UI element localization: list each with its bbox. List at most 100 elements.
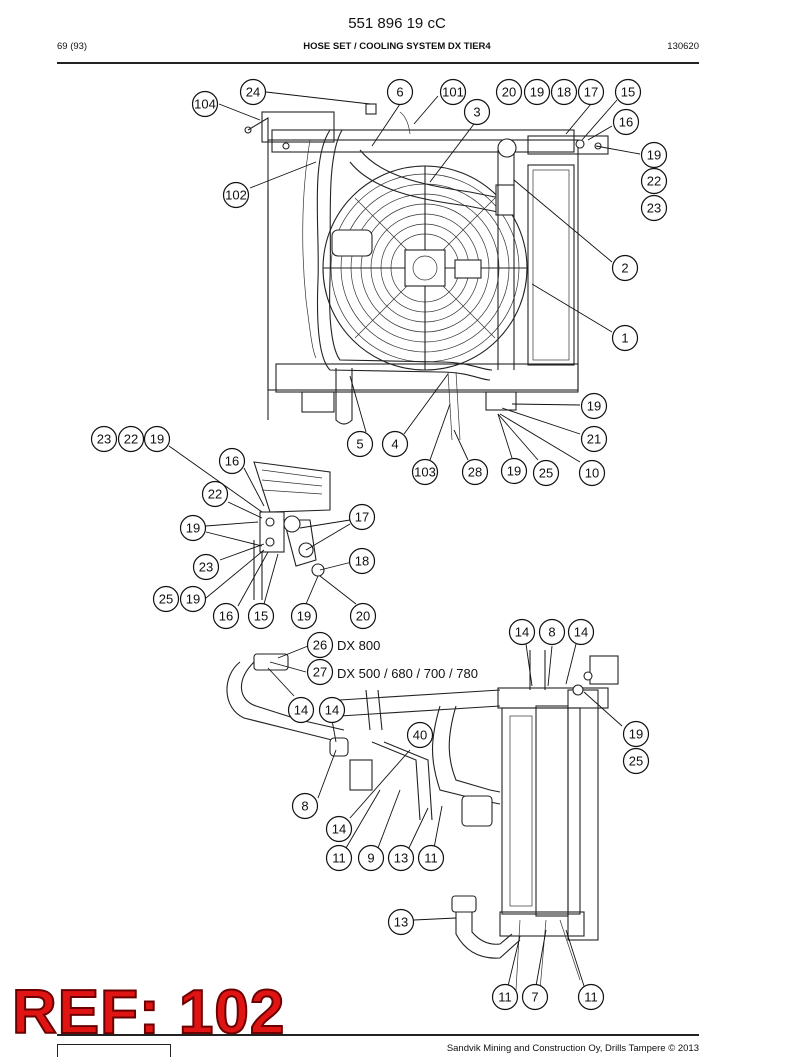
svg-text:14: 14 (325, 703, 339, 718)
callout: 23 (90, 425, 118, 453)
svg-text:6: 6 (396, 85, 403, 100)
callout: 18 (550, 78, 578, 106)
footer-copyright: Sandvik Mining and Construction Oy, Dril… (446, 1043, 699, 1054)
svg-text:16: 16 (225, 454, 239, 469)
svg-text:11: 11 (498, 990, 512, 1005)
callout: 19 (290, 602, 318, 630)
svg-text:25: 25 (539, 466, 553, 481)
callout: 11 (577, 983, 605, 1011)
svg-text:13: 13 (394, 915, 408, 930)
svg-text:21: 21 (587, 432, 601, 447)
callout: 19 (622, 720, 650, 748)
svg-text:102: 102 (225, 188, 247, 203)
callout: 11 (491, 983, 519, 1011)
callout: 14 (325, 815, 353, 843)
top-leader-lines (218, 91, 641, 463)
svg-text:24: 24 (246, 85, 260, 100)
callouts-top: 24 104 6 101 3 20 19 18 17 15 16 19 22 2… (191, 78, 668, 487)
svg-text:14: 14 (515, 625, 529, 640)
svg-text:14: 14 (332, 822, 346, 837)
callout: 11 (417, 844, 445, 872)
callout: 22 (117, 425, 145, 453)
brand-logo (57, 1044, 171, 1057)
svg-text:8: 8 (301, 799, 308, 814)
svg-text:3: 3 (473, 105, 480, 120)
callout: 15 (614, 78, 642, 106)
svg-text:19: 19 (297, 609, 311, 624)
callout: 25 (532, 459, 560, 487)
svg-text:14: 14 (294, 703, 308, 718)
variant-label-dx-others: DX 500 / 680 / 700 / 780 (337, 666, 478, 681)
callout: 14 (567, 618, 595, 646)
svg-text:2: 2 (621, 261, 628, 276)
svg-text:14: 14 (574, 625, 588, 640)
svg-text:17: 17 (355, 510, 369, 525)
svg-text:5: 5 (356, 437, 363, 452)
callout: 22 (640, 167, 668, 195)
svg-text:19: 19 (530, 85, 544, 100)
svg-text:23: 23 (97, 432, 111, 447)
callout: 18 (348, 547, 376, 575)
document-number: 551 896 19 cC (348, 15, 446, 32)
callout: 21 (580, 425, 608, 453)
callout: 19 (143, 425, 171, 453)
callouts-middle: 23 22 19 16 22 19 17 23 18 25 19 16 15 1… (90, 425, 377, 630)
svg-text:8: 8 (548, 625, 555, 640)
svg-text:15: 15 (254, 609, 268, 624)
callout: 103 (411, 458, 439, 486)
cooler-assembly-drawing (226, 650, 619, 991)
callout: 14 (287, 696, 315, 724)
svg-text:23: 23 (199, 560, 213, 575)
svg-text:11: 11 (584, 990, 598, 1005)
svg-text:20: 20 (356, 609, 370, 624)
callout: 11 (325, 844, 353, 872)
variant-label-dx800: DX 800 (337, 638, 380, 653)
svg-text:16: 16 (619, 115, 633, 130)
svg-text:20: 20 (502, 85, 516, 100)
callout: 10 (578, 459, 606, 487)
svg-text:23: 23 (647, 201, 661, 216)
callout: 16 (612, 108, 640, 136)
svg-text:18: 18 (355, 554, 369, 569)
callout: 8 (538, 618, 566, 646)
callout: 7 (521, 983, 549, 1011)
callout: 40 (406, 721, 434, 749)
svg-text:9: 9 (367, 851, 374, 866)
callout: 102 (222, 181, 250, 209)
callout: 19 (500, 457, 528, 485)
page-title: HOSE SET / COOLING SYSTEM DX TIER4 (303, 41, 491, 52)
svg-text:101: 101 (442, 85, 464, 100)
callout: 19 (523, 78, 551, 106)
callout: 20 (495, 78, 523, 106)
callout: 1 (611, 324, 639, 352)
svg-text:25: 25 (629, 754, 643, 769)
radiator-assembly-drawing (244, 103, 609, 441)
svg-text:40: 40 (413, 728, 427, 743)
callout: 3 (463, 98, 491, 126)
svg-text:22: 22 (208, 487, 222, 502)
svg-text:13: 13 (394, 851, 408, 866)
callout: 28 (461, 458, 489, 486)
svg-text:19: 19 (587, 399, 601, 414)
svg-text:26: 26 (313, 638, 327, 653)
callout: 26 (306, 631, 334, 659)
callout: 16 (212, 602, 240, 630)
callout: 17 (348, 503, 376, 531)
callout: 9 (357, 844, 385, 872)
callout: 22 (201, 480, 229, 508)
callouts-bottom: 26 27 14 8 14 14 14 40 19 25 8 14 11 9 1… (287, 618, 650, 1011)
callout: 6 (386, 78, 414, 106)
svg-text:1: 1 (621, 331, 628, 346)
callout: 27 (306, 658, 334, 686)
callout: 19 (179, 585, 207, 613)
svg-text:22: 22 (647, 174, 661, 189)
callout: 14 (318, 696, 346, 724)
callout: 5 (346, 430, 374, 458)
svg-text:19: 19 (647, 148, 661, 163)
svg-text:19: 19 (186, 592, 200, 607)
callout: 101 (439, 78, 467, 106)
svg-text:10: 10 (585, 466, 599, 481)
callout: 24 (239, 78, 267, 106)
callout: 25 (622, 747, 650, 775)
